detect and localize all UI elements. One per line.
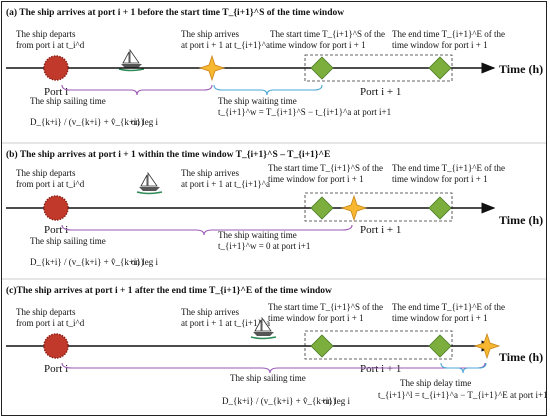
port-i1-label: Port i + 1	[360, 86, 401, 98]
panel-c-heading: (c)The ship arrives at port i + 1 after …	[6, 285, 332, 296]
wait-label-line1: The ship waiting time	[218, 230, 297, 240]
depart-label-line2: from port i at t_i^d	[16, 318, 85, 328]
start-label-line2: time window for port i + 1	[268, 313, 364, 323]
time-window-box	[304, 330, 453, 360]
time-window-box	[304, 192, 453, 222]
sail-formula: D_{k+i} / (v_{k+i} + v̂_{k+i})	[30, 117, 144, 127]
arrive-label-line2: at port i + 1 at t_{i+1}^a	[181, 318, 270, 328]
window-end-diamond	[428, 334, 452, 358]
port-i-label: Port i	[44, 86, 68, 98]
end-label-line1: The end time T_{i+1}^E of the	[392, 29, 505, 39]
sailboat-icon	[136, 171, 163, 195]
depart-label-line1: The ship departs	[16, 307, 76, 317]
sail-formula: D_{k+i} / (v_{k+i} + v̂_{k+i})	[222, 396, 336, 406]
start-label-line1: The start time T_{i+1}^S of the	[268, 302, 383, 312]
sail-label-line1: The ship sailing time	[30, 236, 106, 246]
end-label-line1: The end time T_{i+1}^E of the	[392, 163, 505, 173]
window-end-diamond	[428, 56, 452, 80]
arrival-star	[198, 54, 226, 82]
panel-b-heading: (b) The ship arrives at port i + 1 withi…	[6, 149, 330, 160]
depart-label-line1: The ship departs	[16, 29, 76, 39]
sailing-brace	[61, 84, 213, 96]
sail-label-line2: on leg i	[131, 117, 158, 127]
end-label-line2: time window for port i + 1	[392, 40, 488, 50]
sailboat-icon	[250, 316, 277, 340]
start-label-line2: time window for port i + 1	[268, 174, 364, 184]
panel-a: (a) The ship arrives at port i + 1 befor…	[6, 7, 543, 127]
start-label-line1: The start time T_{i+1}^S of the	[270, 29, 385, 39]
port-i-marker	[43, 195, 69, 221]
panel-b: (b) The ship arrives at port i + 1 withi…	[6, 149, 543, 267]
arrive-label-line2: at port i + 1 at t_{i+1}^a	[181, 40, 270, 50]
depart-label-line2: from port i at t_i^d	[16, 179, 85, 189]
port-i-marker	[43, 55, 69, 81]
wait-label-line2: t_{i+1}^w = 0 at port i+1	[218, 241, 310, 251]
start-label-line2: time window for port i + 1	[270, 40, 366, 50]
time-axis-label: Time (h)	[499, 62, 543, 76]
sailboat-icon	[118, 48, 145, 72]
delay-brace	[440, 362, 487, 374]
sail-label-line1: The ship sailing time	[30, 96, 106, 106]
wait-label-line1: The ship waiting time	[218, 96, 297, 106]
panel-a-heading: (a) The ship arrives at port i + 1 befor…	[6, 7, 344, 18]
arrival-star	[473, 332, 501, 360]
wait-label-line2: t_{i+1}^w = T_{i+1}^S − t_{i+1}^a at por…	[218, 107, 391, 117]
sail-label-line1: The ship sailing time	[230, 373, 306, 383]
arrive-label-line2: at port i + 1 at t_{i+1}^a	[181, 179, 270, 189]
port-i-label: Port i	[44, 224, 68, 236]
arrive-label-line1: The ship arrives	[181, 307, 239, 317]
sailing-brace	[61, 224, 353, 236]
sailing-brace	[61, 362, 486, 374]
arrive-label-line1: The ship arrives	[181, 168, 239, 178]
port-i-label: Port i	[44, 363, 68, 375]
sail-formula: D_{k+i} / (v_{k+i} + v̂_{k+i})	[30, 257, 144, 267]
sail-label-line2: on leg i	[323, 396, 350, 406]
delay-label-line1: The ship delay time	[400, 378, 471, 388]
window-start-diamond	[310, 196, 334, 220]
end-label-line1: The end time T_{i+1}^E of the	[392, 302, 505, 312]
start-label-line1: The start time T_{i+1}^S of the	[268, 163, 383, 173]
window-start-diamond	[310, 56, 334, 80]
end-label-line2: time window for port i + 1	[392, 174, 488, 184]
depart-label-line1: The ship departs	[16, 168, 76, 178]
waiting-brace	[213, 84, 323, 96]
arrive-label-line1: The ship arrives	[181, 29, 239, 39]
time-axis-label: Time (h)	[499, 350, 543, 364]
panel-c: (c)The ship arrives at port i + 1 after …	[6, 285, 548, 406]
depart-label-line2: from port i at t_i^d	[16, 40, 85, 50]
end-label-line2: time window for port i + 1	[392, 313, 488, 323]
arrival-star	[340, 194, 368, 222]
window-start-diamond	[310, 334, 334, 358]
window-end-diamond	[428, 196, 452, 220]
port-i-marker	[43, 333, 69, 359]
time-axis-label: Time (h)	[499, 213, 543, 227]
port-i1-label: Port i + 1	[360, 224, 401, 236]
port-i1-label: Port i + 1	[360, 363, 401, 375]
delay-label-line2: t_{i+1}^l = t_{i+1}^a − T_{i+1}^E at por…	[378, 390, 548, 400]
sail-label-line2: on leg i	[131, 257, 158, 267]
